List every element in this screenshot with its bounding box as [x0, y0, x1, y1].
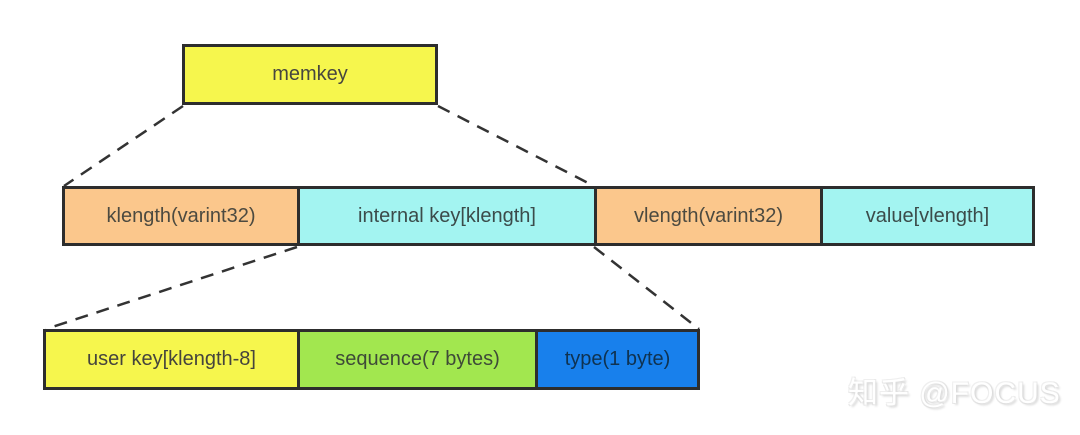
internal-key-box: internal key[klength]: [297, 186, 597, 246]
sequence-label: sequence(7 bytes): [335, 348, 500, 370]
user-key-box: user key[klength-8]: [43, 329, 300, 390]
connector-internalkey-to-row-left: [45, 245, 298, 331]
vlength-label: vlength(varint32): [634, 204, 783, 227]
connector-internalkey-to-row-right: [593, 246, 700, 330]
sequence-box: sequence(7 bytes): [297, 329, 538, 390]
watermark: 知乎 @FOCUS: [848, 377, 1061, 410]
internal-key-label: internal key[klength]: [358, 204, 536, 227]
type-box: type(1 byte): [535, 329, 700, 390]
memkey-label: memkey: [272, 63, 348, 85]
klength-box: klength(varint32): [62, 186, 300, 246]
connector-memkey-to-row-right: [437, 104, 595, 188]
vlength-box: vlength(varint32): [594, 186, 823, 246]
value-box: value[vlength]: [820, 186, 1035, 246]
type-label: type(1 byte): [564, 348, 671, 370]
memkey-box: memkey: [182, 44, 438, 105]
user-key-label: user key[klength-8]: [87, 348, 256, 370]
value-label: value[vlength]: [865, 204, 990, 227]
connector-memkey-to-row-left: [63, 104, 184, 188]
klength-label: klength(varint32): [106, 204, 256, 227]
